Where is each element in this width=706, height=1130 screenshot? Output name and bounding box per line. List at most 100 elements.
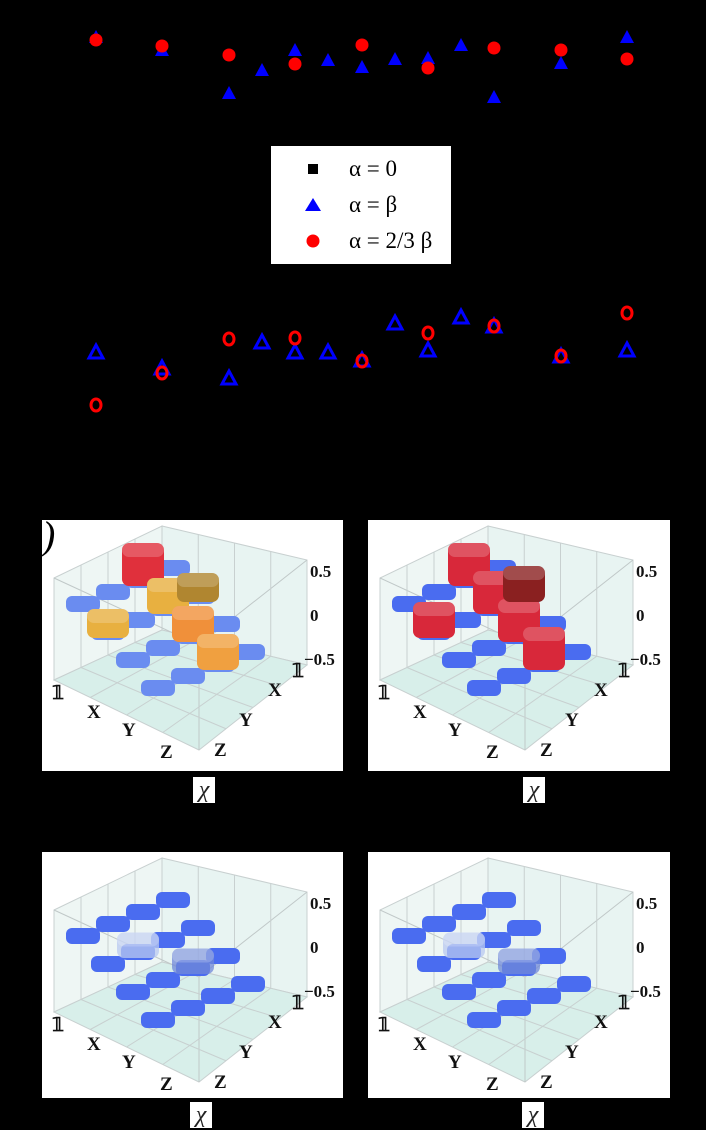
chi-bar [122,543,164,586]
chi-tile [532,948,566,964]
chi-bar [498,948,540,974]
scatter-top [0,0,706,130]
row-label: Y [448,1052,462,1073]
chi-tile [467,1012,501,1028]
circle-marker [487,318,501,334]
col-label: X [594,680,608,701]
chi-tile [482,892,516,908]
circle-marker [421,61,435,75]
chi-tile [452,904,486,920]
circle-marker [288,57,302,71]
chi-bar [177,573,219,602]
col-label: Z [540,1072,553,1093]
row-label: Y [448,720,462,741]
col-label: Y [239,710,253,731]
panel-tag: ) [42,520,56,558]
circle-marker [89,397,103,413]
col-label: 𝟙 [292,661,305,682]
triangle-marker [487,90,501,103]
row-label: 𝟙 [378,1015,391,1036]
chi-tile [497,1000,531,1016]
circle-marker [155,39,169,53]
chi-tile [467,680,501,696]
chi-tile [116,984,150,1000]
z-tick: 0.5 [636,894,658,913]
col-label: Y [565,1042,579,1063]
z-tick: −0.5 [630,650,661,669]
triangle-marker [554,56,568,69]
chi-tile [422,584,456,600]
triangle-marker [288,43,302,56]
z-tick: 0.5 [310,562,332,581]
triangle-marker-icon [305,198,321,211]
chi-tile [447,612,481,628]
chi-label-top-left: χ [193,777,215,803]
row-label: Z [486,742,499,763]
circle-marker [487,41,501,55]
chi-tile [141,1012,175,1028]
circle-marker [554,348,568,364]
row-label: Z [486,1074,499,1095]
square-marker-icon [308,164,318,174]
chi-label-bottom-left: χ [190,1102,212,1128]
triangle-marker [617,339,637,358]
row-label: 𝟙 [52,1015,65,1036]
row-label: X [87,1034,101,1055]
triangle-marker [219,367,239,386]
legend-item-alpha-beta: α = β [271,190,451,220]
circle-marker [421,325,435,341]
circle-marker [155,365,169,381]
chi-tile [442,984,476,1000]
z-tick: 0 [636,606,645,625]
col-label: X [594,1012,608,1033]
triangle-marker [385,312,405,331]
triangle-marker [454,38,468,51]
chi-tile [557,976,591,992]
chi-tile [171,668,205,684]
chi-tile [472,972,506,988]
circle-marker [222,48,236,62]
circle-marker-icon [306,234,320,248]
chi-tile [527,988,561,1004]
chi-tile [156,560,190,576]
z-tick: 0 [636,938,645,957]
chi-tile [146,972,180,988]
z-tick: −0.5 [304,650,335,669]
chi-tile [557,644,591,660]
circle-marker [222,331,236,347]
chi-tile [417,956,451,972]
chi-bar [413,602,455,638]
triangle-marker [318,341,338,360]
chi-bar [503,566,545,602]
chi-tile [66,928,100,944]
chi-tile [477,932,511,948]
triangle-marker [321,53,335,66]
col-label: Z [214,1072,227,1093]
col-label: 𝟙 [618,993,631,1014]
row-label: Y [122,1052,136,1073]
row-label: Z [160,742,173,763]
triangle-marker [418,339,438,358]
col-label: X [268,680,282,701]
chi-tile [66,596,100,612]
z-tick: 0 [310,606,319,625]
row-label: 𝟙 [52,683,65,704]
chi-tile [171,1000,205,1016]
col-label: Z [540,740,553,761]
legend-item-alpha-0: α = 0 [271,154,451,184]
triangle-marker [86,341,106,360]
row-label: X [413,702,427,723]
chi-tile [206,616,240,632]
legend-item-alpha-two-thirds-beta: α = 2/3 β [271,226,451,256]
chi-tile [201,988,235,1004]
chi-tile [126,904,160,920]
triangle-marker [285,341,305,360]
triangle-marker [421,51,435,64]
chi-tile [497,668,531,684]
legend: α = 0 α = β α = 2/3 β [270,145,452,265]
chi-tile [121,612,155,628]
chi-bar [172,606,214,642]
